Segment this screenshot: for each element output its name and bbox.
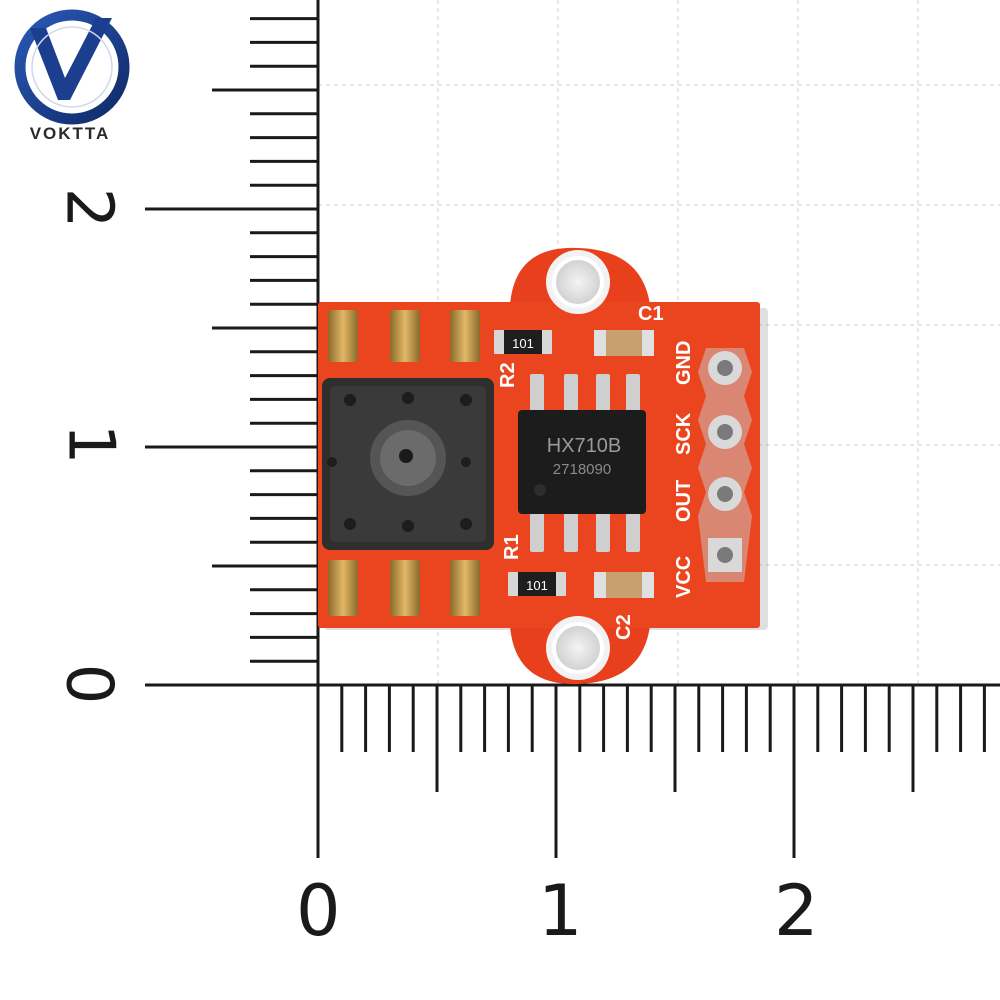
y-axis-label-1: 1 [53,423,128,465]
pin-labels: GND SCK OUT VCC [673,341,695,598]
label-c2: C2 [613,614,635,640]
x-axis-label-1: 1 [538,870,583,952]
resistor-code-top: 101 [512,336,534,351]
chip-label: HX710B [547,435,622,457]
resistor-r1: 101 [508,572,566,596]
y-axis-label-0: 0 [51,663,126,705]
pin-label-gnd: GND [673,341,695,385]
capacitor-c1 [594,330,654,356]
pin-label-out: OUT [673,480,695,522]
brand-name: VOKTTA [29,124,111,143]
pressure-sensor [322,378,494,550]
y-axis-label-2: 2 [51,187,126,229]
resistor-code-bottom: 101 [526,578,548,593]
voktta-logo [14,9,130,125]
label-r1: R1 [501,534,523,560]
pin-label-sck: SCK [673,412,695,455]
chip-code: 2718090 [553,461,611,478]
horizontal-ruler [316,683,1000,858]
header-pins [698,348,752,582]
x-axis-label-2: 2 [774,870,819,952]
hx710b-chip: HX710B 2718090 [518,410,646,514]
label-c1: C1 [638,303,664,325]
capacitor-c2 [594,572,654,598]
sensor-pads-bottom [328,560,480,616]
pin-label-vcc: VCC [673,556,695,598]
x-axis-label-0: 0 [296,870,341,952]
resistor-r2: 101 [494,330,552,354]
pressure-sensor-board: 101 101 [318,247,768,685]
vertical-ruler [145,0,320,687]
ic-pins [530,374,640,552]
label-r2: R2 [497,362,519,388]
sensor-pads-top [328,310,480,362]
